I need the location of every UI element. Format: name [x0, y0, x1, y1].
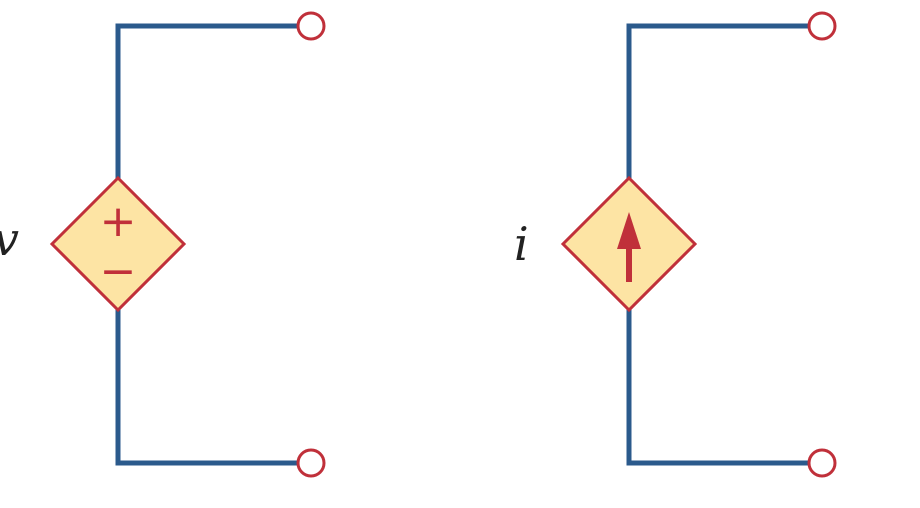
current-source-bottom-wire: [626, 307, 811, 466]
voltage-source-bottom-terminal: [296, 448, 326, 478]
voltage-source-label: v: [0, 212, 19, 266]
arrow-up-icon: [617, 212, 641, 249]
current-source-label: i: [514, 217, 529, 271]
voltage-source-top-wire: [115, 23, 300, 181]
current-source-top-terminal: [807, 11, 837, 41]
voltage-source-circuit: + − v: [0, 11, 326, 478]
dependent-current-source-icon: [560, 175, 698, 313]
plus-sign: +: [100, 196, 137, 247]
voltage-source-diamond: [49, 175, 187, 313]
dependent-voltage-source-icon: + −: [49, 175, 187, 313]
current-source-bottom-terminal: [807, 448, 837, 478]
minus-sign: −: [100, 246, 137, 297]
voltage-source-top-terminal: [296, 11, 326, 41]
voltage-source-bottom-wire: [115, 307, 300, 466]
current-source-circuit: i: [514, 11, 837, 478]
current-source-top-wire: [626, 23, 811, 181]
